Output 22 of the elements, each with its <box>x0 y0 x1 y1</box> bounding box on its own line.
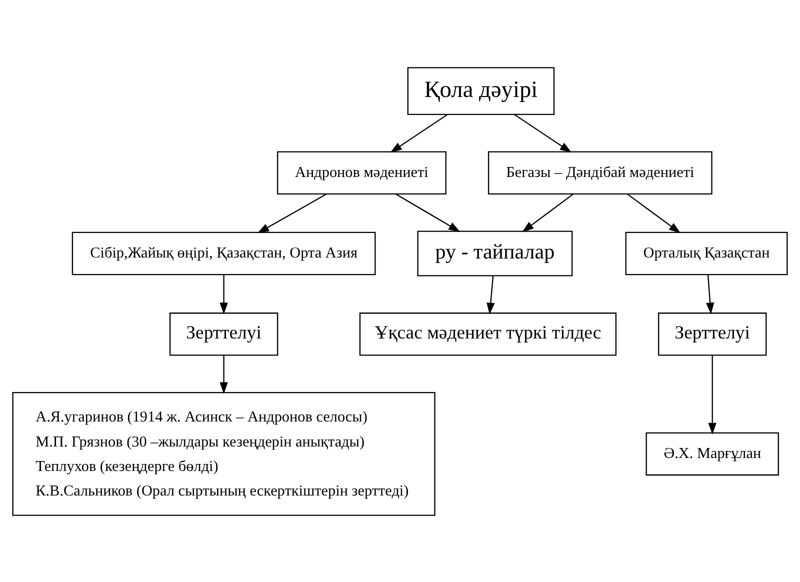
node-box: А.Я.угаринов (1914 ж. Асинск – Андронов селосы) М.П. Грязнов (30 –жылдары кезеңдерін анықтады) Теплухов (кезеңдерге бөлді) К.В.Сальников (Орал сыртының ескерткіштерін зерттеді) <box>12 392 436 516</box>
node-box: Ұқсас мәдениет түркі тілдес <box>359 312 617 356</box>
arrow <box>522 193 574 232</box>
node-box: Бегазы – Дәндібай мәдениеті <box>488 150 712 194</box>
node-box: ру - тайпалар <box>417 230 573 276</box>
arrow <box>486 276 495 314</box>
node-box: Зерттелуі <box>658 312 767 356</box>
node-box: Орталық Қазақстан <box>625 231 788 275</box>
arrow <box>627 193 681 233</box>
arrow <box>395 193 460 232</box>
arrow <box>257 193 327 233</box>
arrow <box>220 274 228 314</box>
arrow <box>390 114 448 152</box>
node-box: Сібір,Жайық өңірі, Қазақстан, Орта Азия <box>72 231 376 275</box>
node-box: Андронов мәдениеті <box>276 150 446 194</box>
arrow <box>706 274 714 314</box>
node-box: Қола дәуірі <box>407 66 555 114</box>
node-box: Ә.Х. Марғұлан <box>646 432 779 476</box>
arrow <box>708 354 716 434</box>
arrow <box>514 114 572 152</box>
arrow <box>220 354 228 394</box>
node-box: Зерттелуі <box>169 312 278 356</box>
